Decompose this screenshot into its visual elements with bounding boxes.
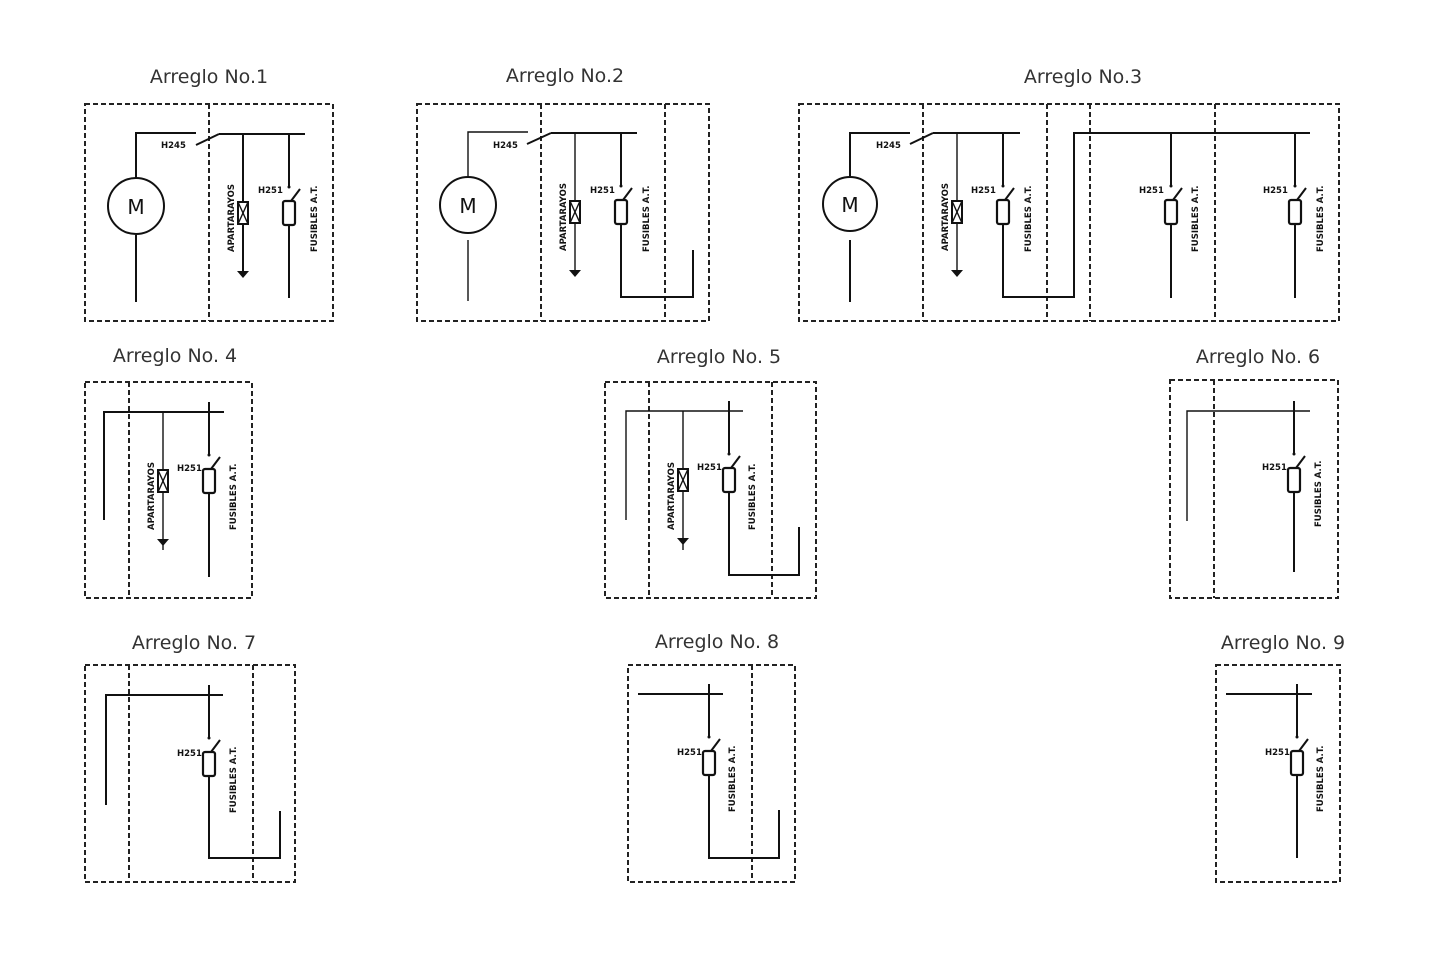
- motor-label: M: [841, 193, 858, 217]
- switch-h245-label: H245: [876, 141, 901, 151]
- arrangement-8: H251 FUSIBLES A.T.: [627, 664, 796, 883]
- arrangement-3-title: Arreglo No.3: [1023, 66, 1143, 88]
- fuses-label: FUSIBLES A.T.: [1316, 746, 1326, 812]
- fuse-symbol: [201, 400, 222, 495]
- motor-symbol: [107, 177, 165, 235]
- fuse-switch-label: H251: [258, 186, 283, 196]
- surge-arrester-label: APARTARAYOS: [941, 183, 951, 251]
- cubicle-frame: [84, 381, 253, 599]
- arrangement-4-title: Arreglo No. 4: [112, 345, 238, 367]
- fuses-label: FUSIBLES A.T.: [229, 747, 239, 813]
- cubicle-frame: [798, 103, 1340, 322]
- fuse-switch-label: H251: [697, 463, 722, 473]
- cubicle-frame: [604, 381, 817, 599]
- arrangement-7: H251 FUSIBLES A.T.: [84, 664, 296, 883]
- motor-symbol: [822, 176, 878, 232]
- fuse-switch-label: H251: [1262, 463, 1287, 473]
- arrangement-6: H251 FUSIBLES A.T.: [1169, 379, 1339, 599]
- busbar: [1186, 410, 1310, 521]
- fuses-label: FUSIBLES A.T.: [1314, 461, 1324, 527]
- arrangement-2-title: Arreglo No.2: [505, 65, 625, 87]
- busbar: [105, 694, 223, 805]
- fuse-symbol: [721, 399, 742, 494]
- motor-label: M: [459, 194, 476, 218]
- arrangement-9-title: Arreglo No. 9: [1220, 632, 1346, 654]
- motor-symbol: [439, 176, 497, 234]
- fuse-switch-label: H251: [1265, 748, 1290, 758]
- fuse-switch-label: H251: [590, 186, 615, 196]
- fuse-symbol: [1287, 131, 1308, 226]
- arrangement-2: M H245 APARTARAYOS H251 FUSIBLES A.T.: [416, 103, 710, 322]
- arrangement-9: H251 FUSIBLES A.T.: [1215, 664, 1341, 883]
- switch-h245-label: H245: [161, 141, 186, 151]
- arrangement-4: APARTARAYOS H251 FUSIBLES A.T.: [84, 381, 253, 599]
- fuse-switch-label: H251: [677, 748, 702, 758]
- fuse-symbol: [995, 131, 1016, 226]
- switch-h245: [909, 132, 934, 145]
- fuses-label: FUSIBLES A.T.: [1191, 186, 1201, 252]
- fuses-label: FUSIBLES A.T.: [728, 746, 738, 812]
- fuse-symbol: [1286, 399, 1307, 494]
- fuse-symbol: [1289, 682, 1310, 777]
- fuses-label: FUSIBLES A.T.: [642, 186, 652, 252]
- motor-label: M: [127, 195, 144, 219]
- cubicle-frame: [1215, 664, 1341, 883]
- surge-arrester-label: APARTARAYOS: [147, 462, 157, 530]
- arrangement-5-title: Arreglo No. 5: [656, 346, 782, 368]
- switch-h245: [195, 133, 220, 146]
- cubicle-frame: [1169, 379, 1339, 599]
- arrangement-6-title: Arreglo No. 6: [1195, 346, 1321, 368]
- fuse-switch-label: H251: [1263, 186, 1288, 196]
- fuse-symbol: [613, 131, 634, 226]
- fuse-switch-label: H251: [971, 186, 996, 196]
- fuse-symbol: [701, 682, 722, 777]
- busbar: [103, 411, 224, 520]
- fuses-label: FUSIBLES A.T.: [229, 464, 239, 530]
- fuse-switch-label: H251: [177, 749, 202, 759]
- fuse-symbol: [1163, 131, 1184, 226]
- fuse-switch-label: H251: [177, 464, 202, 474]
- fuses-label: FUSIBLES A.T.: [1024, 186, 1034, 252]
- fuses-label: FUSIBLES A.T.: [748, 464, 758, 530]
- fuses-label: FUSIBLES A.T.: [310, 186, 320, 252]
- cubicle-frame: [84, 664, 296, 883]
- arrangement-3: M H245 APARTARAYOS H251 FUSIBLES A.T. H2…: [798, 103, 1340, 322]
- arrangement-7-title: Arreglo No. 7: [131, 632, 257, 654]
- switch-h245: [526, 132, 552, 145]
- cubicle-frame: [627, 664, 796, 883]
- arrangement-1: M H245 APARTARAYOS H251 FUSIBLES A.T.: [84, 103, 334, 322]
- cubicle-frame: [416, 103, 710, 322]
- switch-h245-label: H245: [493, 141, 518, 151]
- surge-arrester-label: APARTARAYOS: [559, 183, 569, 251]
- fuses-label: FUSIBLES A.T.: [1316, 186, 1326, 252]
- busbar: [625, 410, 743, 520]
- fuse-symbol: [281, 132, 302, 227]
- surge-arrester-label: APARTARAYOS: [227, 184, 237, 252]
- arrangement-1-title: Arreglo No.1: [149, 66, 269, 88]
- fuse-symbol: [201, 683, 222, 778]
- arrangement-8-title: Arreglo No. 8: [654, 631, 780, 653]
- fuse-switch-label: H251: [1139, 186, 1164, 196]
- surge-arrester-label: APARTARAYOS: [667, 462, 677, 530]
- arrangement-5: APARTARAYOS H251 FUSIBLES A.T.: [604, 381, 817, 599]
